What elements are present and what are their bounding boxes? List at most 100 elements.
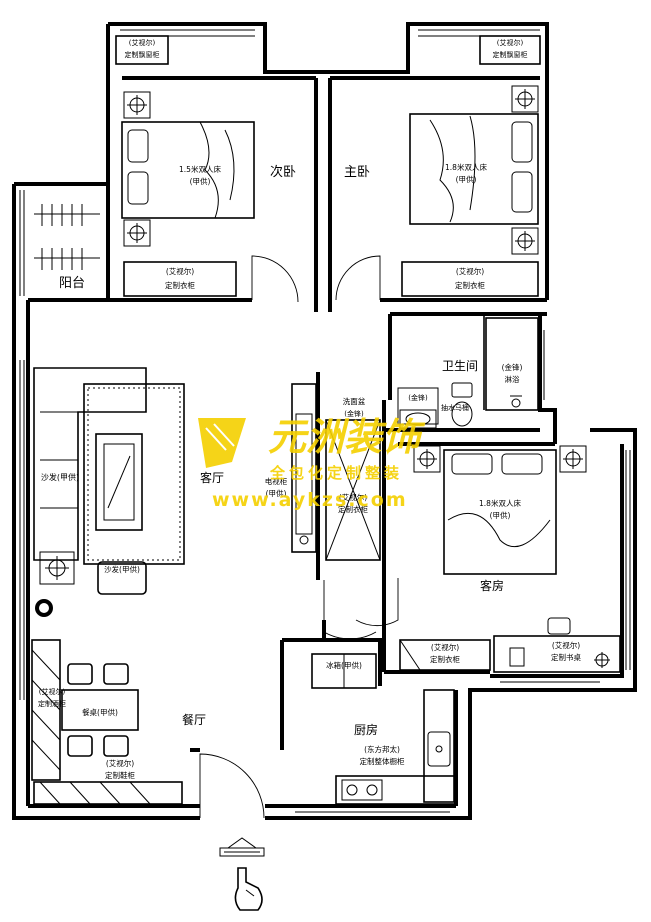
bed-cover-fold	[429, 119, 454, 223]
shower-area	[485, 317, 539, 411]
window-seat-right	[479, 35, 541, 65]
room-label-master-bedroom: 主卧	[344, 165, 370, 180]
pillow-icon	[501, 453, 543, 475]
coffee-table	[95, 433, 143, 531]
kitchen-cabinet	[335, 775, 457, 805]
stove-icon	[341, 779, 383, 801]
room-label-dining-room: 餐厅	[182, 712, 206, 727]
area-rug	[83, 383, 185, 565]
second-bedroom: (艾视尔) 定制飘窗柜 1.5米双人床 (甲供) 次卧 (艾视尔) 定制衣柜	[115, 35, 299, 303]
wardrobe-guest	[399, 639, 491, 671]
wine-cabinet	[31, 639, 61, 781]
living-room: 沙发(甲供) 沙发(甲供) 客厅 电视柜 (甲供)	[33, 367, 317, 617]
wardrobe-second-brand: (艾视尔)	[166, 266, 194, 276]
floor-lamp-icon	[594, 652, 610, 668]
pillow-icon	[511, 171, 533, 213]
door-entrance	[199, 753, 265, 819]
bedside-lamp-icon	[511, 227, 539, 255]
bed-cover-fold	[447, 512, 551, 548]
room-label-bathroom: 卫生间	[442, 359, 478, 373]
dining-table-label: 餐桌(甲供)	[82, 707, 118, 717]
guest-room: 1.8米双人床 (甲供) 客房 (艾视尔) 定制衣柜 (艾视尔) 定制书桌	[355, 445, 621, 673]
room-label-living-room: 客厅	[200, 470, 224, 485]
basin-label: 洗面盆	[343, 396, 366, 406]
bed-cover-fold	[199, 121, 219, 219]
room-label-guest-room: 客房	[480, 578, 504, 593]
bathroom: (金锋) 淋浴 卫生间 (金锋) 抽水马桶	[397, 316, 539, 429]
door-guest-room	[355, 578, 399, 627]
sofa-label: 沙发(甲供)	[41, 472, 79, 482]
window-seat-right-name: 定制飘窗柜	[493, 50, 528, 59]
tv-cabinet-brand: (甲供)	[266, 488, 287, 498]
desk	[493, 635, 621, 673]
room-label-second-bedroom: 次卧	[270, 164, 296, 180]
armchair-label: 沙发(甲供)	[104, 564, 140, 574]
sink-icon	[427, 731, 451, 767]
fridge-label: 冰箱(甲供)	[326, 660, 362, 670]
hall-wardrobe	[325, 419, 381, 561]
bed-second	[121, 121, 255, 219]
window-seat-left-name: 定制飘窗柜	[125, 50, 160, 59]
bed-guest	[443, 449, 557, 575]
wine-cabinet-brand: (艾视尔)	[39, 687, 66, 696]
bed-guest-size: 1.8米双人床	[479, 498, 521, 508]
tv-cabinet	[291, 383, 317, 553]
shoe-cabinet-brand: (艾视尔)	[106, 758, 134, 768]
door-hallway	[323, 580, 377, 640]
shower-brand: (金锋)	[502, 362, 523, 372]
bed-master-brand: (甲供)	[456, 174, 477, 184]
plant-icon	[35, 599, 53, 617]
pillow-icon	[127, 129, 149, 163]
entrance-marker	[219, 837, 265, 911]
kitchen-cabinet-brand: (东方邦太)	[364, 744, 400, 754]
bed-guest-brand: (甲供)	[490, 510, 511, 520]
wardrobe-master-name: 定制衣柜	[455, 280, 485, 290]
armchair	[97, 561, 147, 595]
desk-brand: (艾视尔)	[552, 640, 580, 650]
wardrobe-guest-name: 定制衣柜	[430, 654, 460, 664]
watermark: 元洲装饰 全包化定制整装 www.aykzs.com	[198, 415, 426, 511]
shoe-cabinet	[33, 781, 183, 805]
kitchen-cabinet-name: 定制整体橱柜	[360, 756, 405, 766]
door-master-bedroom	[335, 255, 381, 301]
bed-cover-fold	[224, 129, 235, 201]
sofa-frame	[33, 367, 147, 561]
wardrobe-guest-brand: (艾视尔)	[431, 642, 459, 652]
bed-second-brand: (甲供)	[190, 176, 211, 186]
hallway: 洗面盆 (金锋) (艾视尔) 定制衣柜	[323, 396, 381, 640]
master-bedroom: (艾视尔) 定制飘窗柜 1.8米双人床 (甲供) 主卧 (艾视尔) 定制衣柜	[335, 35, 541, 301]
room-label-balcony: 阳台	[59, 276, 85, 291]
pillow-icon	[451, 453, 493, 475]
dining-table	[61, 689, 139, 731]
window-seat-right-brand: (艾视尔)	[497, 38, 524, 47]
hanging-clothes-icon	[41, 204, 83, 270]
windows	[19, 29, 631, 813]
watermark-brand: 元洲装饰	[268, 415, 426, 459]
wardrobe-master-brand: (艾视尔)	[456, 266, 484, 276]
cabinet-knob-icon	[299, 535, 309, 545]
dining-chair-icon	[67, 663, 129, 757]
balcony: 阳台	[34, 204, 100, 291]
hall-wardrobe-name: 定制衣柜	[338, 504, 368, 514]
dining-room: (艾视尔) 定制酒柜 餐桌(甲供) (艾视尔) 定制鞋柜 餐厅	[31, 639, 265, 819]
bedside-lamp-icon	[511, 85, 539, 113]
structural-walls	[12, 22, 637, 820]
toilet-brand: (金锋)	[408, 393, 428, 402]
bedside-lamp-icon	[123, 219, 151, 247]
shoe-cabinet-name: 定制鞋柜	[105, 770, 135, 780]
bed-master	[409, 113, 539, 225]
sink-icon	[399, 409, 437, 429]
kitchen: 冰箱(甲供) 厨房 (东方邦太) 定制整体橱柜	[311, 653, 457, 805]
window-seat-left	[115, 35, 169, 65]
bed-master-size: 1.8米双人床	[445, 162, 487, 172]
bed-cover-fold	[469, 115, 476, 211]
hall-wardrobe-brand: (艾视尔)	[339, 492, 367, 502]
bedside-lamp-icon	[559, 445, 587, 473]
shower-name: 淋浴	[505, 374, 520, 384]
door-second-bedroom	[251, 255, 299, 303]
wardrobe-second-name: 定制衣柜	[165, 280, 195, 290]
bedside-lamp-icon	[123, 91, 151, 119]
side-lamp-icon	[39, 551, 75, 585]
bedside-lamp-icon	[413, 445, 441, 473]
